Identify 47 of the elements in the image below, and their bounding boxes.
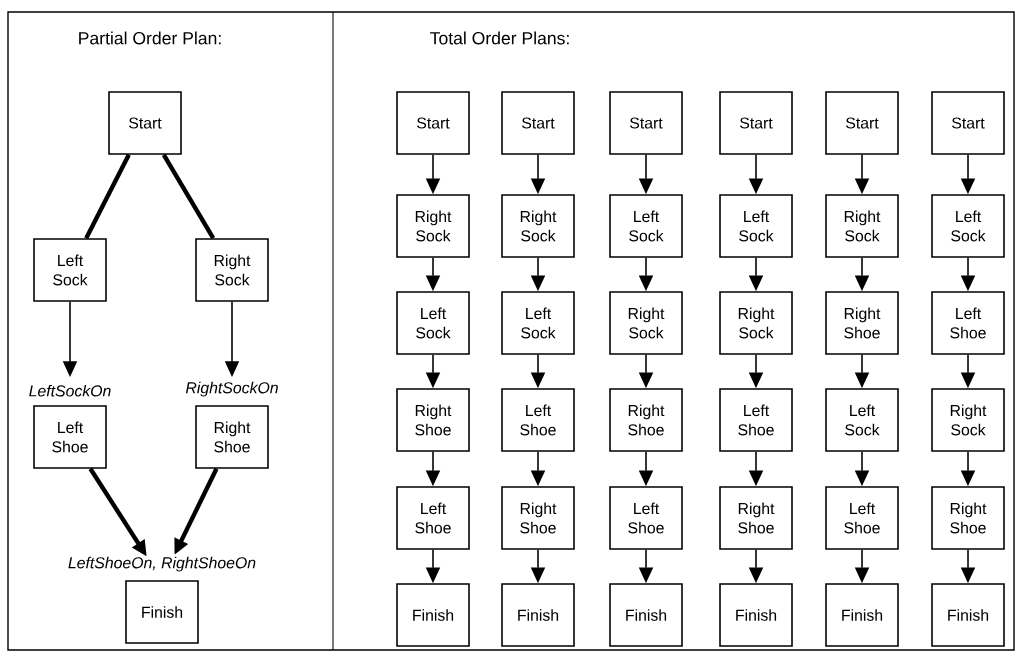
step-box: Finish xyxy=(125,580,199,644)
step-box: Right Sock xyxy=(501,194,575,258)
step-box: Left Shoe xyxy=(825,486,899,550)
step-box: Right Sock xyxy=(931,388,1005,452)
step-box: Start xyxy=(501,91,575,155)
step-box: Left Sock xyxy=(33,238,107,302)
step-box: Left Shoe xyxy=(396,486,470,550)
step-box: Left Shoe xyxy=(931,291,1005,355)
condition-label: RightSockOn xyxy=(185,381,278,397)
step-box: Right Sock xyxy=(609,291,683,355)
step-box: Right Shoe xyxy=(825,291,899,355)
step-box: Left Sock xyxy=(501,291,575,355)
step-box: Finish xyxy=(825,583,899,647)
step-box: Left Shoe xyxy=(501,388,575,452)
step-box: Right Shoe xyxy=(931,486,1005,550)
step-box: Left Sock xyxy=(931,194,1005,258)
step-box: Right Shoe xyxy=(719,486,793,550)
step-box: Finish xyxy=(396,583,470,647)
condition-label: LeftSockOn xyxy=(29,384,111,397)
step-box: Right Sock xyxy=(719,291,793,355)
panel-title: Total Order Plans: xyxy=(430,31,569,45)
step-box: Right Sock xyxy=(396,194,470,258)
step-box: Start xyxy=(609,91,683,155)
step-box: Left Sock xyxy=(609,194,683,258)
step-box: Right Shoe xyxy=(609,388,683,452)
step-box: Start xyxy=(825,91,899,155)
panel-title: Partial Order Plan: xyxy=(79,31,221,45)
step-box: Finish xyxy=(931,583,1005,647)
step-box: Left Shoe xyxy=(719,388,793,452)
step-box: Start xyxy=(396,91,470,155)
step-box: Right Shoe xyxy=(195,405,269,469)
step-box: Start xyxy=(108,91,182,155)
step-box: Right Sock xyxy=(195,238,269,302)
step-box: Left Sock xyxy=(396,291,470,355)
step-box: Finish xyxy=(609,583,683,647)
condition-label: LeftShoeOn, RightShoeOn xyxy=(68,556,256,572)
step-box: Start xyxy=(719,91,793,155)
step-box: Finish xyxy=(719,583,793,647)
step-box: Left Shoe xyxy=(33,405,107,469)
step-box: Start xyxy=(931,91,1005,155)
step-box: Left Shoe xyxy=(609,486,683,550)
step-box: Finish xyxy=(501,583,575,647)
step-box: Right Shoe xyxy=(396,388,470,452)
step-box: Right Sock xyxy=(825,194,899,258)
step-box: Left Sock xyxy=(825,388,899,452)
step-box: Left Sock xyxy=(719,194,793,258)
step-box: Right Shoe xyxy=(501,486,575,550)
